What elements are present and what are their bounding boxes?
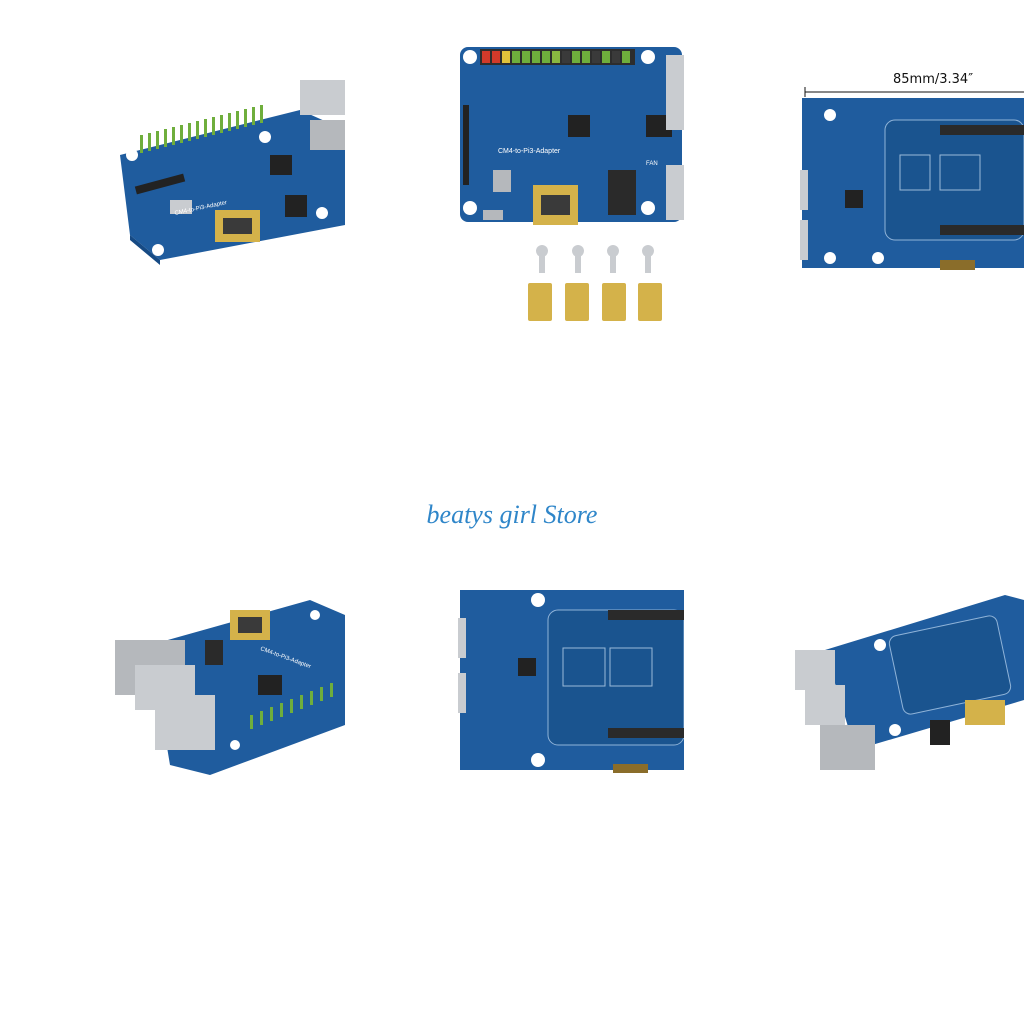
product-photo-angled-ports: CM4-to-Pi3-Adapter <box>110 595 345 780</box>
fan-label: FAN <box>646 161 658 167</box>
product-photo-bottom-dimension <box>800 70 1024 275</box>
product-photo-top-with-accessories: CM4-to-Pi3-Adapter FAN <box>458 45 684 330</box>
dimension-label: 85mm/3.34″ <box>893 72 974 87</box>
store-watermark: beatys girl Store <box>426 500 598 529</box>
product-photo-angled-top: CM4-to-Pi3-Adapter <box>110 75 345 265</box>
product-photo-angled-bottom <box>795 590 1024 780</box>
product-photo-bottom-flat <box>458 588 684 773</box>
board-label: CM4-to-Pi3-Adapter <box>498 148 561 155</box>
